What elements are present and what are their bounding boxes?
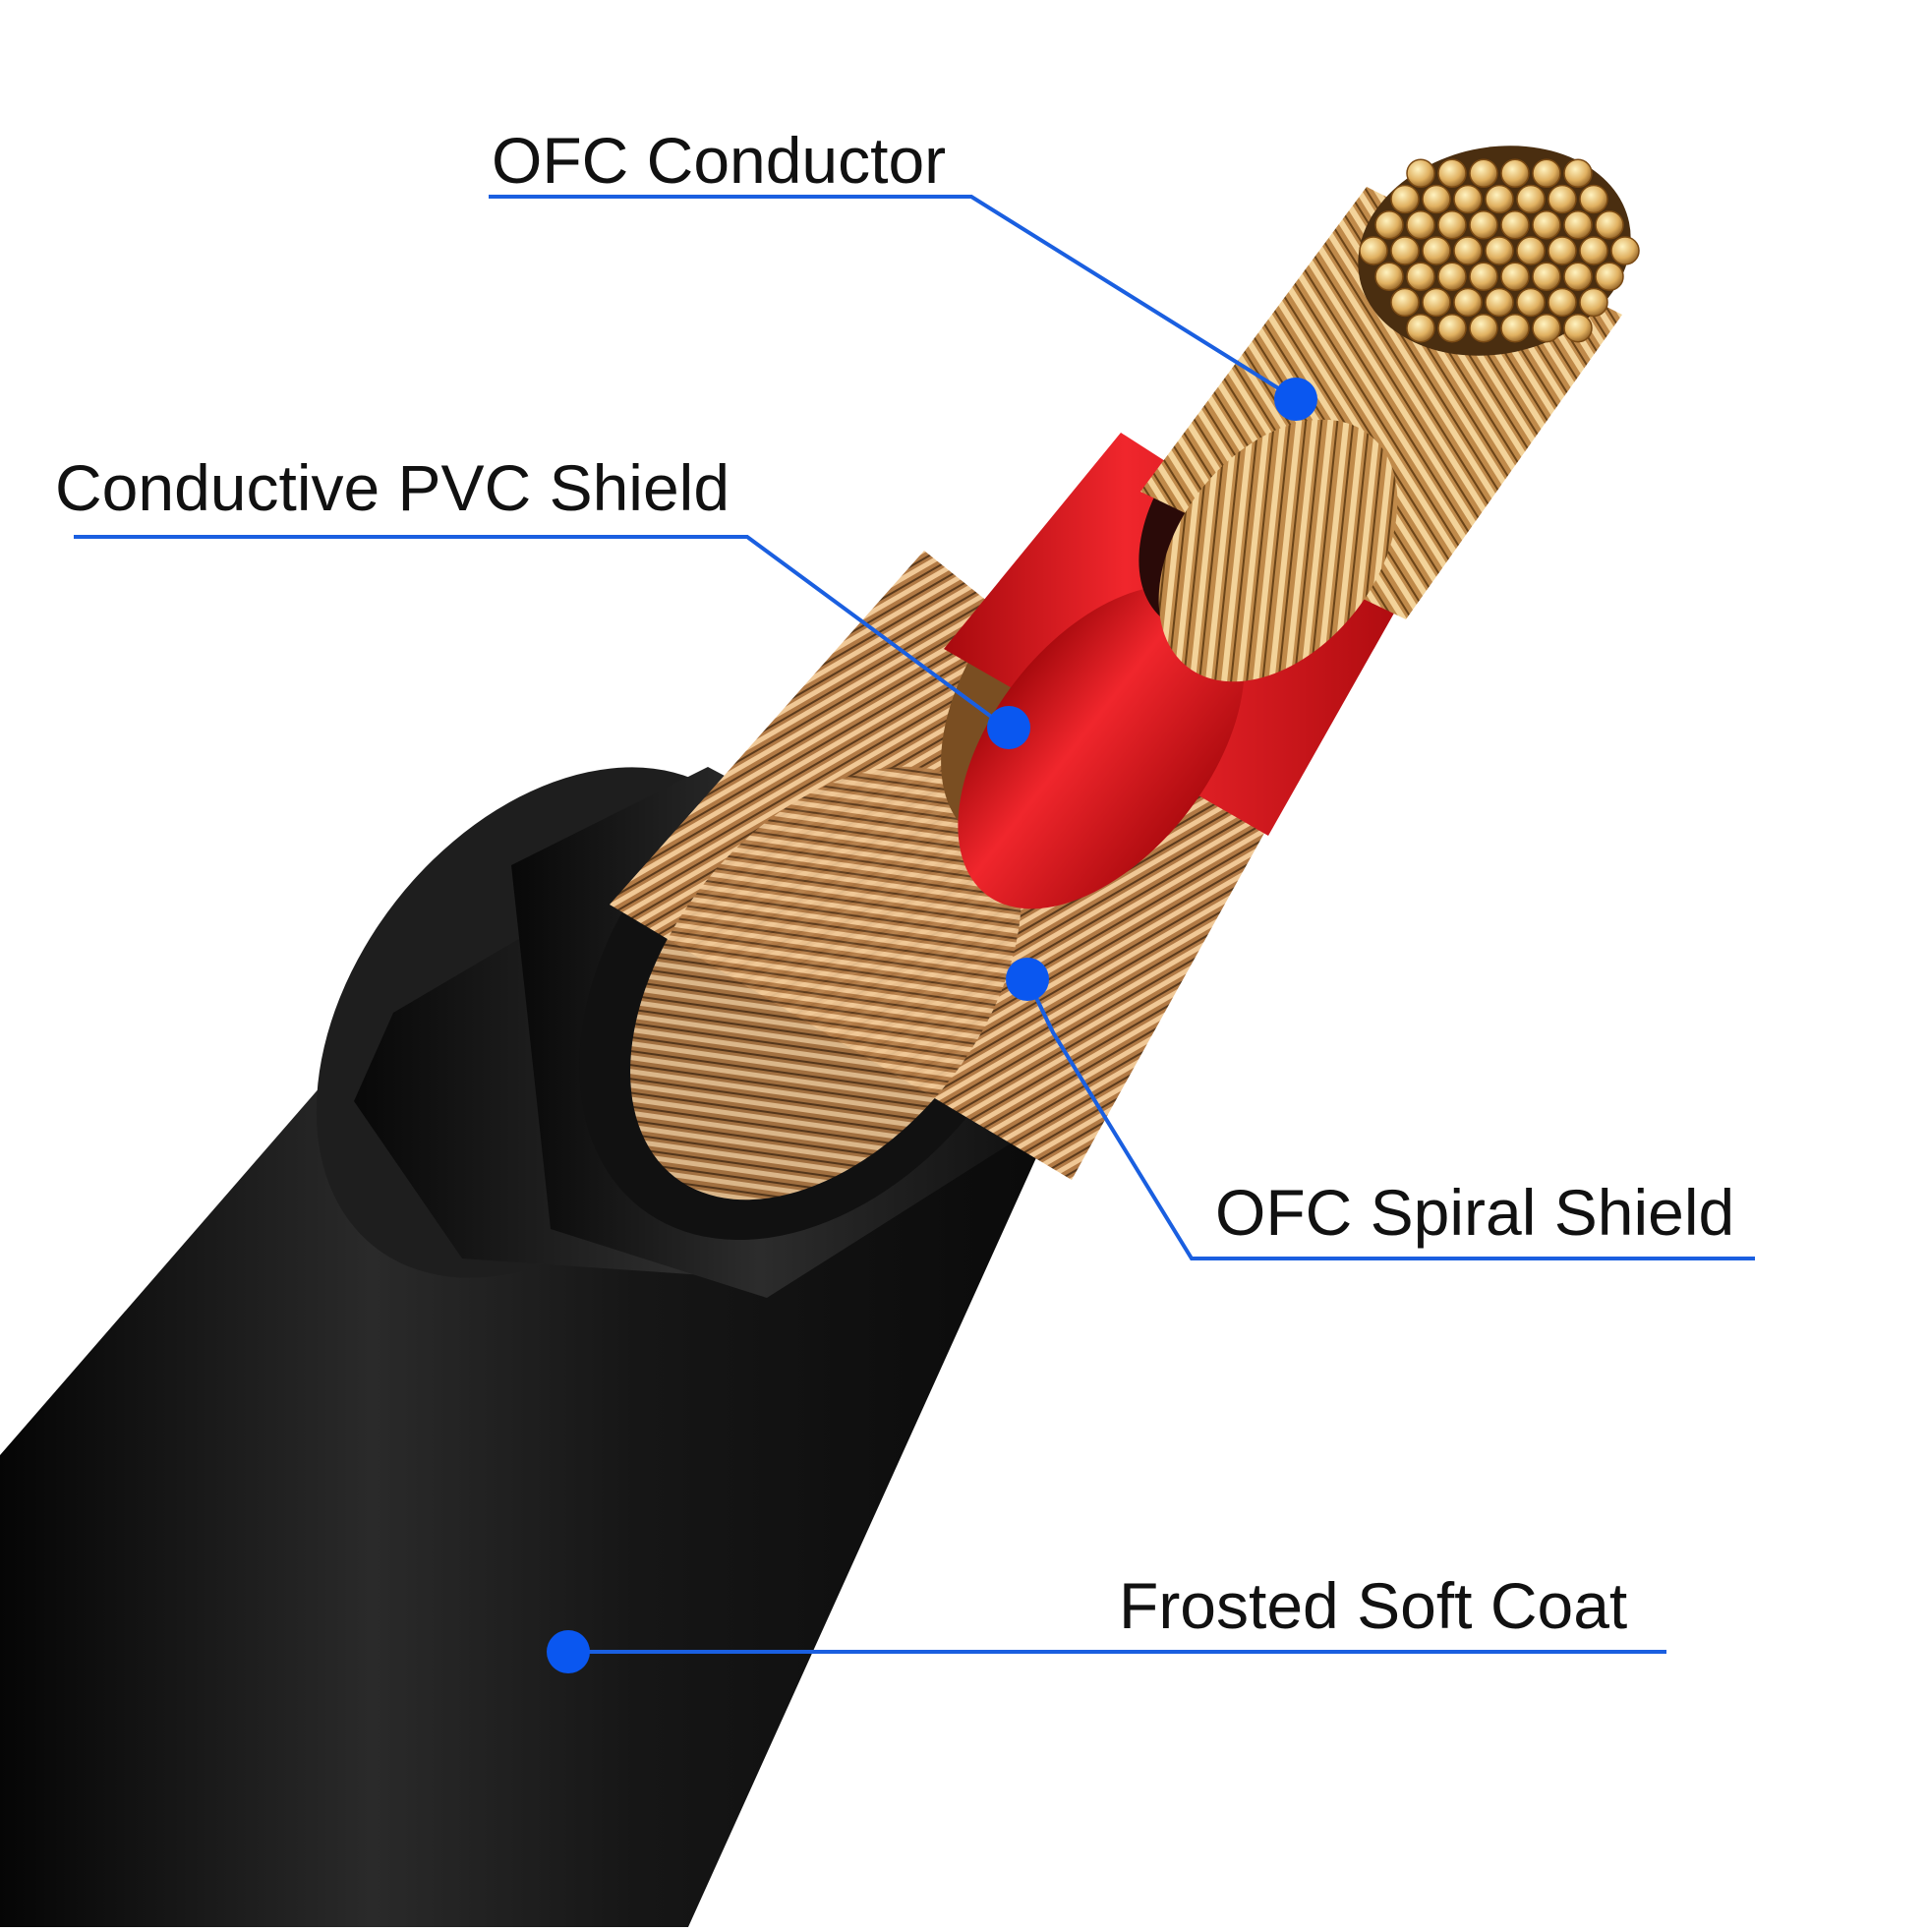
- strand-end: [1532, 158, 1561, 189]
- strand-end: [1406, 313, 1435, 343]
- strand-end: [1406, 262, 1435, 291]
- strand-end: [1500, 210, 1530, 240]
- label-ofc-conductor: OFC Conductor: [492, 124, 947, 197]
- ofc-conductor: [1140, 146, 1640, 682]
- strand-end: [1532, 262, 1561, 291]
- strand-end: [1500, 262, 1530, 291]
- strand-end: [1374, 210, 1404, 240]
- strand-end: [1469, 158, 1498, 189]
- strand-end: [1359, 236, 1388, 265]
- strand-end: [1469, 262, 1498, 291]
- strand-end: [1532, 210, 1561, 240]
- strand-end: [1563, 158, 1593, 189]
- strand-end: [1516, 236, 1546, 265]
- strand-end: [1610, 236, 1640, 265]
- dot-markers: [547, 378, 1317, 1673]
- strand-end: [1469, 210, 1498, 240]
- strand-end: [1406, 210, 1435, 240]
- strand-end: [1437, 158, 1467, 189]
- strand-end: [1532, 313, 1561, 343]
- label-frosted-soft-coat: Frosted Soft Coat: [1119, 1569, 1628, 1642]
- dot-marker-icon: [1274, 378, 1317, 421]
- strand-end: [1579, 236, 1608, 265]
- strand-end: [1437, 313, 1467, 343]
- strand-end: [1422, 287, 1451, 318]
- strand-end: [1485, 184, 1514, 214]
- strand-end: [1453, 287, 1483, 318]
- strand-end: [1500, 313, 1530, 343]
- conductor-strand-ends: [1359, 158, 1640, 343]
- strand-end: [1453, 184, 1483, 214]
- leader-ofc-conductor: [489, 195, 1298, 401]
- strand-end: [1563, 262, 1593, 291]
- strand-end: [1563, 313, 1593, 343]
- strand-end: [1374, 262, 1404, 291]
- dot-marker-icon: [1006, 958, 1049, 1001]
- strand-end: [1579, 287, 1608, 318]
- strand-end: [1485, 287, 1514, 318]
- strand-end: [1390, 236, 1420, 265]
- leader-pvc-shield: [74, 535, 1011, 732]
- strand-end: [1595, 210, 1624, 240]
- strand-end: [1437, 262, 1467, 291]
- strand-end: [1516, 184, 1546, 214]
- leader-lines: [74, 195, 1755, 1654]
- strand-end: [1547, 236, 1577, 265]
- strand-end: [1500, 158, 1530, 189]
- strand-end: [1390, 287, 1420, 318]
- strand-end: [1516, 287, 1546, 318]
- label-ofc-spiral-shield: OFC Spiral Shield: [1215, 1176, 1735, 1249]
- strand-end: [1453, 236, 1483, 265]
- strand-end: [1437, 210, 1467, 240]
- strand-end: [1422, 236, 1451, 265]
- strand-end: [1579, 184, 1608, 214]
- dot-marker-icon: [987, 706, 1030, 749]
- leader-spiral-shield: [1025, 978, 1755, 1260]
- strand-end: [1547, 287, 1577, 318]
- dot-marker-icon: [547, 1630, 590, 1673]
- strand-end: [1563, 210, 1593, 240]
- label-conductive-pvc-shield: Conductive PVC Shield: [55, 451, 730, 524]
- strand-end: [1595, 262, 1624, 291]
- strand-end: [1422, 184, 1451, 214]
- strand-end: [1485, 236, 1514, 265]
- strand-end: [1406, 158, 1435, 189]
- strand-end: [1469, 313, 1498, 343]
- strand-end: [1547, 184, 1577, 214]
- strand-end: [1390, 184, 1420, 214]
